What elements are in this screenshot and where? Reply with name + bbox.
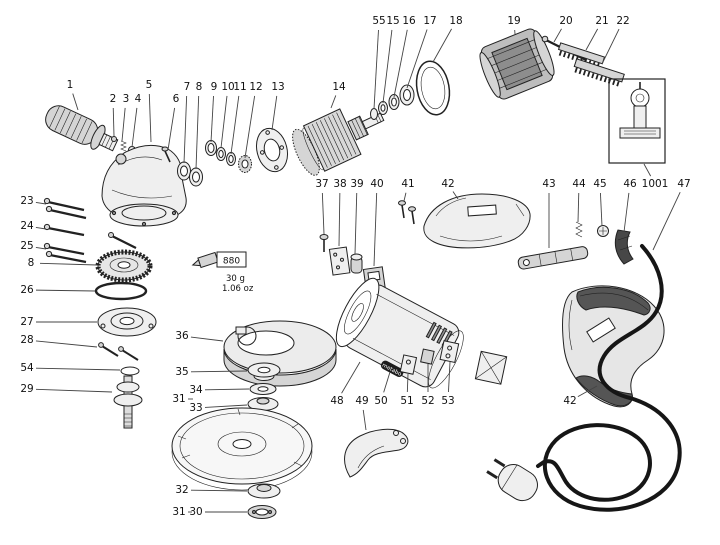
grease-weight-oz: 1.06 oz (222, 284, 254, 294)
part-screws-23 (43, 197, 87, 220)
part-switch-lever-43 (517, 246, 589, 270)
part-side-handle (45, 105, 119, 152)
part-armature (292, 108, 385, 176)
part-board-38 (328, 246, 351, 276)
part-insulation-plate (474, 350, 508, 385)
part-flange-13 (256, 127, 288, 173)
part-screws-41 (398, 200, 416, 225)
grease-weight: 30 g (226, 274, 245, 284)
part-bearing-flange-27 (97, 307, 157, 337)
part-cord-guard-46 (614, 229, 634, 265)
part-power-cable-47 (486, 244, 682, 512)
part-brush-strip-22 (573, 58, 625, 87)
part-bearing-ring-18 (415, 60, 451, 116)
part-guard-36 (223, 320, 337, 387)
part-washer-54 (120, 366, 140, 376)
leader-lines (35, 28, 681, 513)
part-stator (479, 28, 555, 100)
part-screw-37 (319, 234, 329, 252)
part-oring-26 (94, 281, 148, 301)
part-handle-shell-42 (423, 193, 531, 249)
part-spring-44 (575, 221, 583, 238)
part-capacitor-39 (350, 253, 363, 274)
part-grinding-disc (171, 407, 313, 491)
part-housing-screws (108, 232, 137, 249)
part-plug (486, 458, 538, 502)
part-brush-holder-53 (439, 340, 460, 364)
part-washers-55-15-16-17 (370, 84, 415, 120)
inset-box-1001 (608, 78, 666, 164)
part-screws-28 (98, 342, 139, 361)
part-clamp-nut-30 (247, 505, 277, 519)
part-screw-24 (43, 223, 85, 237)
grease-annotation: 880 30 g 1.06 oz (216, 251, 254, 294)
grease-code: 880 (223, 257, 240, 267)
part-flange-35 (247, 362, 281, 381)
part-grease-tube (191, 251, 219, 269)
part-plate-52 (420, 348, 435, 365)
part-pin-wrench-49 (344, 428, 409, 478)
part-brush-holder-51 (399, 354, 418, 375)
part-bearings-7-8 (177, 161, 203, 187)
part-gear-housing (101, 144, 187, 227)
part-washer-34 (249, 383, 277, 395)
part-crown-gear-8 (95, 249, 153, 283)
part-washers-9-12 (205, 140, 252, 173)
part-button-45 (597, 225, 609, 237)
part-spindle-29 (113, 375, 143, 429)
part-screws-25 (43, 242, 87, 264)
part-flange-32 (247, 483, 281, 499)
